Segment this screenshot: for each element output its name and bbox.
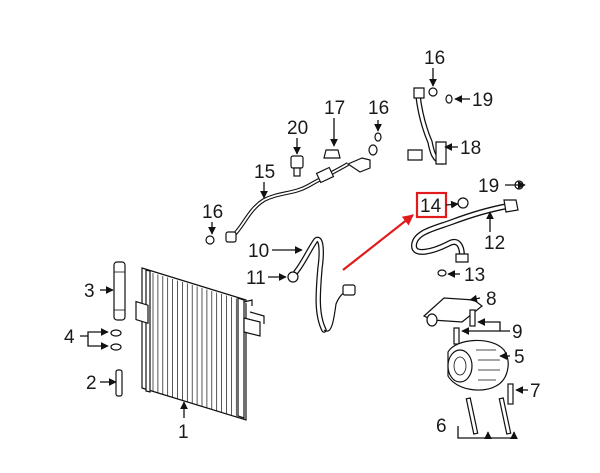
callout-17: 17: [324, 98, 345, 119]
pipe-18-part: [407, 87, 447, 165]
callout-8: 8: [486, 289, 497, 310]
callout-16-middle: 16: [368, 98, 389, 119]
valve-17-part: [323, 149, 341, 159]
callout-1: 1: [178, 422, 189, 443]
callout-2: 2: [86, 373, 97, 394]
callout-12: 12: [484, 233, 505, 254]
compressor-part: [447, 339, 509, 391]
callout-labels: 1 2 3 4 5 6 7 8 9 10 11 12 13 14 15 16 1…: [64, 48, 541, 443]
bracket-8-part: [422, 297, 483, 327]
callout-20: 20: [287, 118, 308, 139]
callout-14: 14: [420, 196, 442, 217]
hose-12-part: [410, 197, 519, 277]
highlight-callout-14: [342, 191, 459, 271]
callout-5: 5: [514, 347, 525, 368]
callout-13: 13: [464, 265, 485, 286]
condenser-part: [135, 267, 265, 421]
switch-20-part: [290, 155, 304, 177]
bolt-7-part: [507, 383, 514, 405]
condenser-fins: [152, 273, 237, 417]
receiver-drier-part: [113, 261, 126, 321]
callout-16-top: 16: [424, 48, 445, 69]
o-ring-16-parts: [205, 87, 438, 245]
callout-9: 9: [512, 322, 523, 343]
callout-10: 10: [248, 241, 269, 262]
callout-6: 6: [436, 416, 447, 437]
callout-19-top: 19: [472, 90, 493, 111]
callout-7: 7: [530, 381, 541, 402]
callout-11: 11: [246, 268, 266, 289]
callout-4: 4: [64, 327, 75, 348]
o-ring-part: [110, 329, 122, 351]
callout-19-right: 19: [478, 176, 499, 197]
bolt-9-parts: [453, 309, 476, 345]
filter-part: [115, 369, 123, 397]
hose-10-part: [287, 236, 356, 333]
callout-18: 18: [460, 138, 481, 159]
hose-15-part: [225, 144, 378, 243]
bolt-6-parts: [465, 397, 512, 435]
leader-lines: [80, 68, 528, 440]
callout-16-left: 16: [202, 202, 223, 223]
callout-15: 15: [254, 162, 275, 183]
callout-3: 3: [84, 281, 95, 302]
